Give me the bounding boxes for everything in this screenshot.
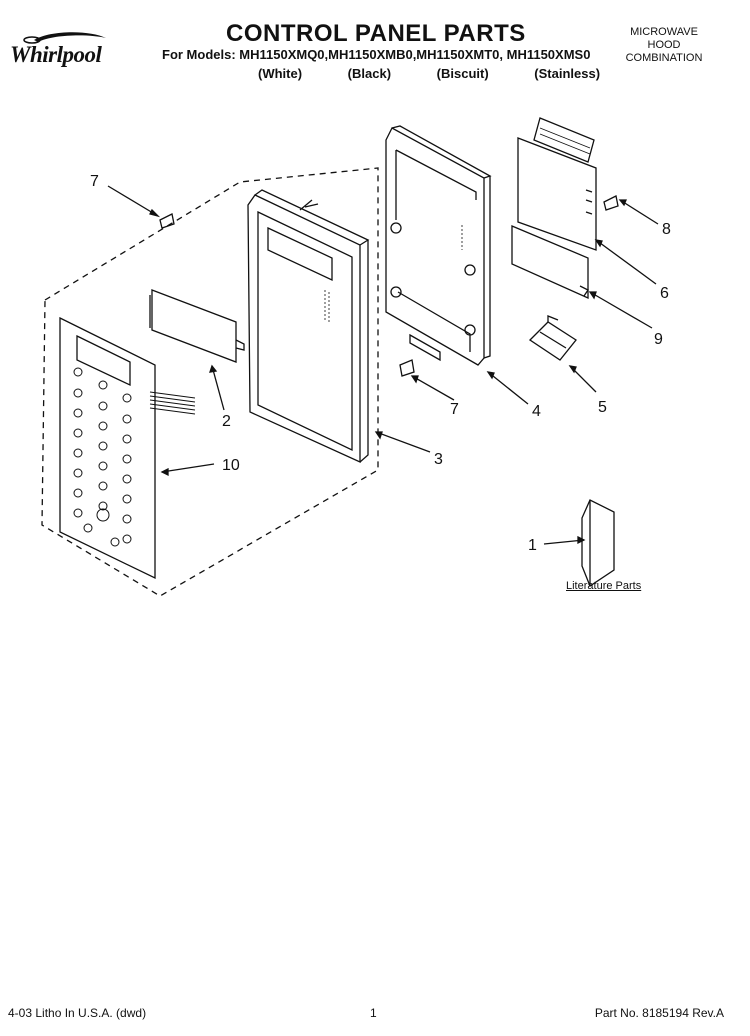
callout-number: 6 (660, 285, 669, 302)
part-number: Part No. 8185194 Rev.A (594, 1006, 724, 1020)
callout-number: 7 (90, 173, 99, 190)
category-line: COMBINATION (625, 52, 703, 64)
literature-booklet-part (581, 499, 615, 587)
callout-number: 9 (654, 331, 663, 348)
finish-label: (Biscuit) (436, 66, 489, 81)
whirlpool-logo: Whirlpool (10, 28, 160, 73)
insulator-sheet-part (511, 225, 589, 300)
display-window-part (149, 289, 245, 363)
models-line: For Models: MH1150XMQ0,MH1150XMB0,MH1150… (162, 47, 591, 62)
callout-number: 1 (528, 537, 537, 554)
callout-number: 7 (450, 401, 459, 418)
keypad-overlay-part (59, 316, 196, 580)
circuit-board-part (517, 117, 597, 251)
assembly-outline (41, 167, 379, 597)
leader-lines (107, 185, 659, 545)
brand-name: Whirlpool (10, 42, 102, 67)
printing-info: 4-03 Litho In U.S.A. (dwd) (8, 1006, 147, 1020)
literature-parts-label: Literature Parts (566, 580, 642, 592)
finish-label: (White) (258, 66, 303, 81)
logo-swirl-icon (23, 32, 106, 44)
callout-number: 3 (434, 451, 443, 468)
mounting-bracket-part (385, 125, 492, 366)
finish-list: (White) (Black) (Biscuit) (Stainless) (258, 66, 642, 81)
product-category: MICROWAVE HOOD COMBINATION (604, 26, 724, 65)
callout-number: 4 (532, 403, 541, 420)
screw-part (159, 195, 619, 377)
category-line: MICROWAVE (630, 26, 698, 38)
callout-number: 8 (662, 221, 671, 238)
callout-number: 10 (222, 457, 240, 474)
keypad-buttons (73, 367, 132, 547)
control-panel-frame-part (247, 189, 370, 464)
category-line: HOOD (647, 39, 681, 51)
page-title: CONTROL PANEL PARTS (226, 20, 526, 47)
callout-number: 2 (222, 413, 231, 430)
clip-bracket-part (528, 315, 577, 361)
finish-label: (Stainless) (534, 66, 601, 81)
callout-number: 5 (598, 399, 607, 416)
finish-label: (Black) (347, 66, 392, 81)
page-number: 1 (370, 1006, 377, 1020)
